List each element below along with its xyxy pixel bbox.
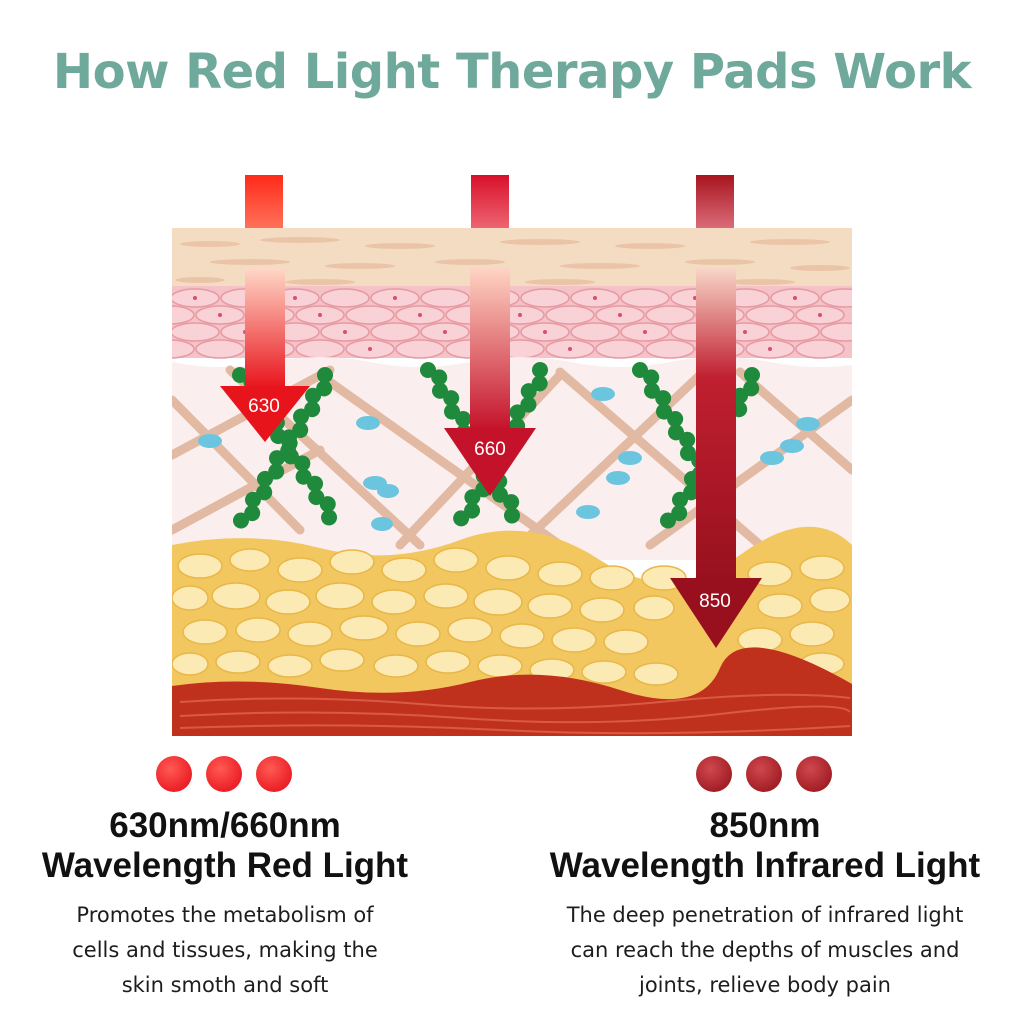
red-light-info: 630nm/660nm Wavelength Red Light Promote… bbox=[20, 806, 430, 1003]
red-dot-icon bbox=[256, 756, 292, 792]
arrow-850: 850 bbox=[670, 268, 762, 648]
arrow-630: 630 bbox=[220, 268, 310, 442]
arrow-850-label: 850 bbox=[699, 591, 731, 612]
red-light-description: Promotes the metabolism of cells and tis… bbox=[72, 903, 378, 997]
page-title: How Red Light Therapy Pads Work bbox=[52, 44, 972, 100]
emitter-bar-660 bbox=[471, 175, 509, 235]
infrared-wavelength: 850nm bbox=[709, 806, 821, 845]
dermis-layer bbox=[172, 356, 852, 560]
cell-layer bbox=[172, 286, 852, 359]
emitter-bar-850 bbox=[696, 175, 734, 235]
red-dot-icon bbox=[206, 756, 242, 792]
arrow-660-label: 660 bbox=[474, 439, 506, 460]
red-light-heading: Wavelength Red Light bbox=[41, 846, 409, 885]
arrow-630-label: 630 bbox=[248, 396, 280, 417]
infrared-dot-icon bbox=[796, 756, 832, 792]
infrared-light-info: 850nm Wavelength lnfrared Light The deep… bbox=[520, 806, 1010, 1003]
muscle-layer bbox=[172, 647, 852, 736]
infrared-dot-icon bbox=[746, 756, 782, 792]
infrared-light-dots bbox=[696, 756, 832, 792]
infrared-heading: Wavelength lnfrared Light bbox=[549, 846, 981, 885]
arrow-660: 660 bbox=[444, 268, 536, 496]
red-light-wavelength: 630nm/660nm bbox=[109, 806, 341, 845]
red-dot-icon bbox=[156, 756, 192, 792]
infrared-dot-icon bbox=[696, 756, 732, 792]
emitter-bar-630 bbox=[245, 175, 283, 235]
fat-layer bbox=[172, 526, 852, 700]
infrared-description: The deep penetration of infrared light c… bbox=[566, 903, 964, 997]
red-light-dots bbox=[156, 756, 292, 792]
epidermis-layer bbox=[172, 228, 852, 288]
